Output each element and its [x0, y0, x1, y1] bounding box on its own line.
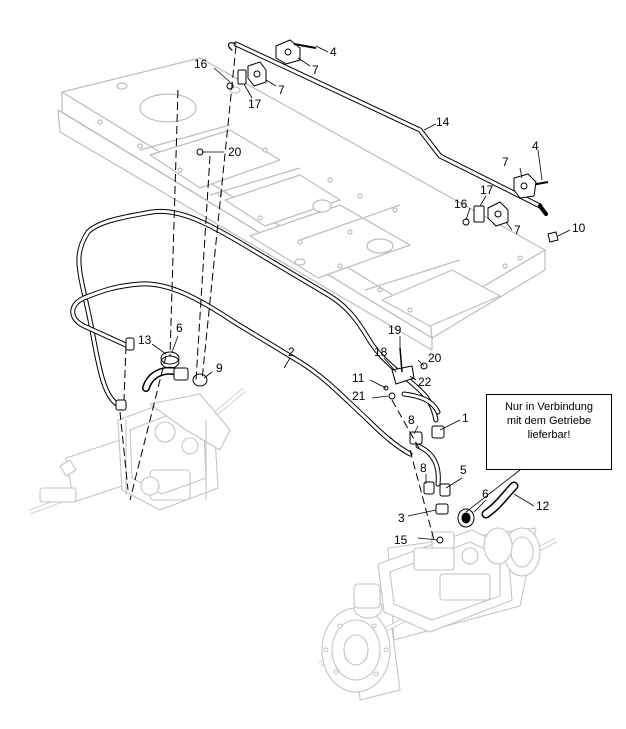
part-label: 19	[388, 323, 402, 337]
leader-lines	[151, 45, 571, 541]
part-label: 14	[436, 115, 450, 129]
callout-line: lieferbar!	[527, 429, 571, 441]
part-label: 17	[248, 97, 262, 111]
callout-line: Nur in Verbindung	[504, 401, 594, 413]
part-label: 18	[374, 345, 388, 359]
part-label: 11	[352, 371, 365, 385]
part-label: 8	[420, 461, 427, 475]
part-label: 3	[398, 511, 405, 525]
part-label: 7	[312, 63, 319, 77]
part-label: 9	[216, 361, 223, 375]
left-transmission	[29, 388, 246, 515]
part-label: 1	[462, 411, 469, 425]
part-label: 7	[278, 83, 285, 97]
part-label: 4	[532, 139, 539, 153]
part-label: 22	[418, 375, 432, 389]
part-label: 12	[536, 499, 550, 513]
part-label: 16	[194, 57, 208, 71]
part-label: 13	[138, 333, 152, 347]
chassis-frame	[57, 57, 546, 351]
part-label: 8	[408, 413, 415, 427]
part-label: 20	[228, 145, 242, 159]
support-rod	[227, 41, 548, 216]
right-transmission	[318, 527, 558, 701]
callout-line: mit dem Getriebe	[506, 415, 592, 427]
part-labels: 4 7 16 7 17 14 20 4 7 17 16 7 10 6 13 9 …	[138, 45, 586, 547]
callout-note: Nur in Verbindung mit dem Getriebe liefe…	[486, 394, 612, 470]
part-label: 17	[480, 183, 494, 197]
part-label: 16	[454, 197, 468, 211]
part-label: 5	[460, 463, 467, 477]
part-label: 4	[330, 45, 337, 59]
part-label: 20	[428, 351, 442, 365]
part-label: 6	[176, 321, 183, 335]
part-label: 2	[288, 345, 295, 359]
part-label: 21	[352, 389, 366, 403]
part-label: 15	[394, 533, 408, 547]
alignment-lines	[119, 45, 435, 541]
part-label: 6	[482, 487, 489, 501]
part-label: 7	[514, 223, 521, 237]
part-label: 10	[572, 221, 586, 235]
part-label: 7	[502, 155, 509, 169]
